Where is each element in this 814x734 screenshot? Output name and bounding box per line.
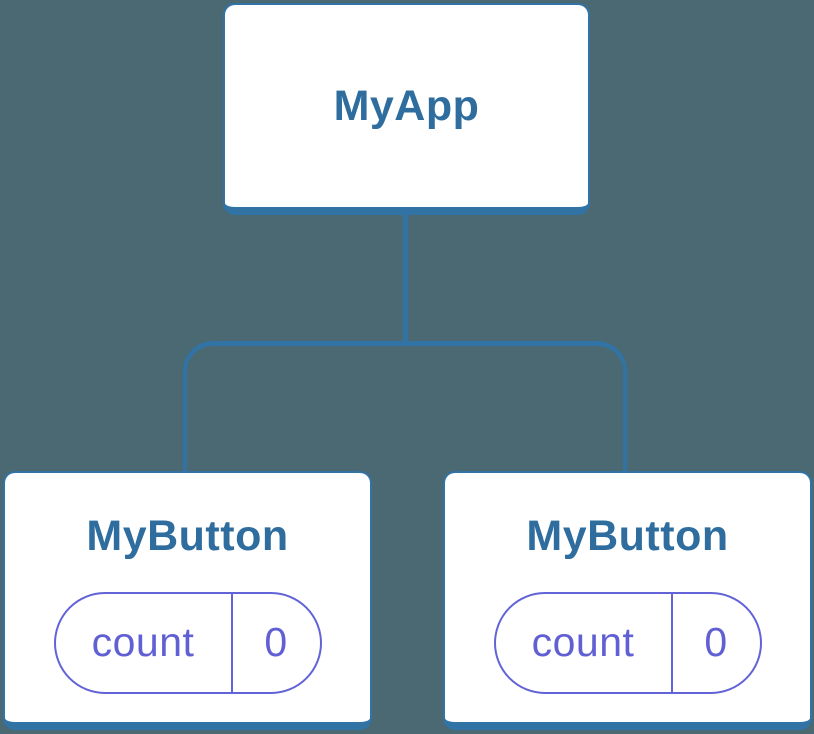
state-pill: count 0 (493, 591, 762, 694)
child-component-node-right: MyButton count 0 (443, 471, 812, 730)
state-name-cell: count (496, 593, 673, 692)
state-value-label: 0 (704, 619, 728, 665)
child-component-node-left: MyButton count 0 (3, 471, 372, 730)
state-name-label: count (531, 619, 635, 665)
state-value-label: 0 (264, 619, 288, 665)
state-name-cell: count (56, 593, 233, 692)
state-value-cell: 0 (233, 594, 320, 692)
root-component-label: MyApp (333, 82, 480, 130)
state-name-label: count (91, 619, 195, 665)
state-value-cell: 0 (673, 594, 760, 692)
connector-branch-bracket (183, 341, 627, 471)
connector-stem-line (403, 211, 408, 345)
state-pill: count 0 (53, 591, 322, 694)
root-component-node: MyApp (223, 3, 590, 215)
child-component-label: MyButton (526, 511, 729, 560)
child-component-label: MyButton (86, 511, 289, 560)
